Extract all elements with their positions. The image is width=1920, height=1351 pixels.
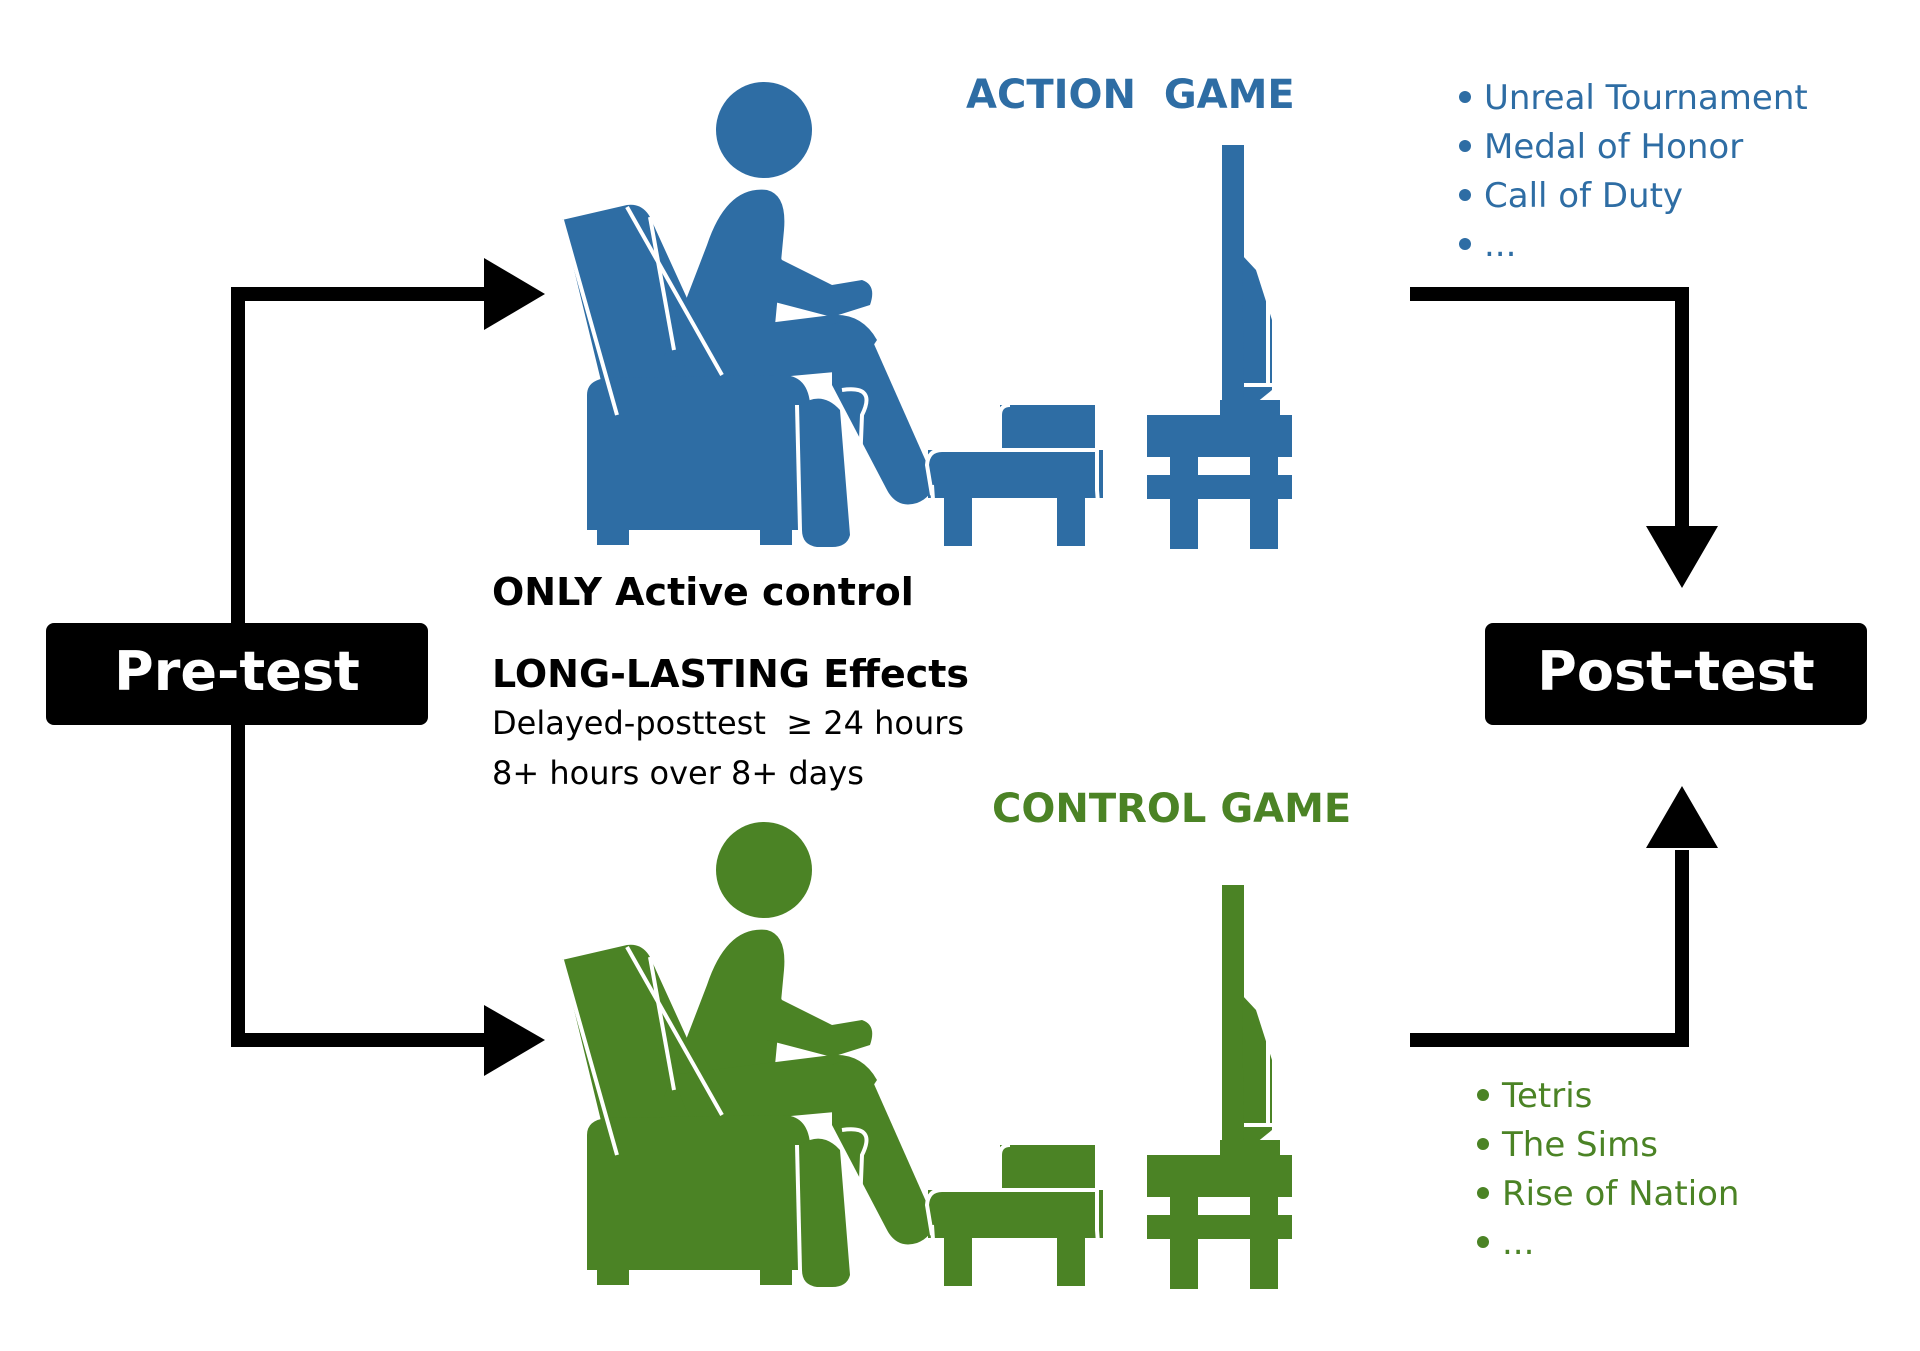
list-item: ... [1477,1223,1534,1263]
long-lasting-note: LONG-LASTING Effects [492,652,969,696]
svg-text:The Sims: The Sims [1501,1125,1658,1165]
arrow-up-to-posttest-icon [1646,786,1718,848]
active-control-note: ONLY Active control [492,570,914,614]
pretest-to-control-line [231,720,490,1047]
list-item: ... [1459,225,1516,265]
gamer-on-armchair-icon [562,822,1292,1289]
design-notes: ONLY Active control LONG-LASTING Effects… [492,570,969,792]
arrow-to-control-icon [484,1005,545,1076]
posttest-box: Post-test [1485,623,1867,725]
action-game-list: Unreal Tournament Medal of Honor Call of… [1459,78,1808,265]
pretest-label: Pre-test [114,640,360,703]
svg-text:...: ... [1502,1223,1534,1263]
svg-text:Tetris: Tetris [1501,1076,1592,1116]
pretest-box: Pre-test [46,623,428,725]
action-gamer-scene [560,82,1306,557]
delayed-posttest-note: Delayed-posttest ≥ 24 hours [492,704,964,742]
arrow-down-to-posttest-icon [1646,526,1718,588]
arrowheads [484,258,1718,1076]
action-to-posttest-line [1410,287,1689,530]
list-item: Rise of Nation [1477,1174,1740,1214]
gamer-on-armchair-icon [562,82,1292,549]
duration-note: 8+ hours over 8+ days [492,754,864,792]
list-item: Call of Duty [1459,176,1683,216]
svg-text:...: ... [1484,225,1516,265]
list-item: The Sims [1477,1125,1658,1165]
arrow-to-action-icon [484,258,545,330]
flow-lines [231,287,1689,1047]
control-game-title: CONTROL GAME [992,786,1351,832]
posttest-label: Post-test [1537,640,1814,703]
control-to-posttest-line [1410,850,1689,1047]
action-game-title: ACTION GAME [966,72,1295,118]
list-item: Medal of Honor [1459,127,1743,167]
pretest-to-action-line [231,287,490,635]
list-item: Tetris [1477,1076,1592,1116]
control-game-list: Tetris The Sims Rise of Nation ... [1477,1076,1740,1263]
svg-text:Call of Duty: Call of Duty [1484,176,1683,216]
control-gamer-scene [560,822,1306,1297]
svg-text:Medal of Honor: Medal of Honor [1484,127,1743,167]
svg-text:Unreal Tournament: Unreal Tournament [1484,78,1808,118]
list-item: Unreal Tournament [1459,78,1808,118]
svg-text:Rise of Nation: Rise of Nation [1502,1174,1740,1214]
